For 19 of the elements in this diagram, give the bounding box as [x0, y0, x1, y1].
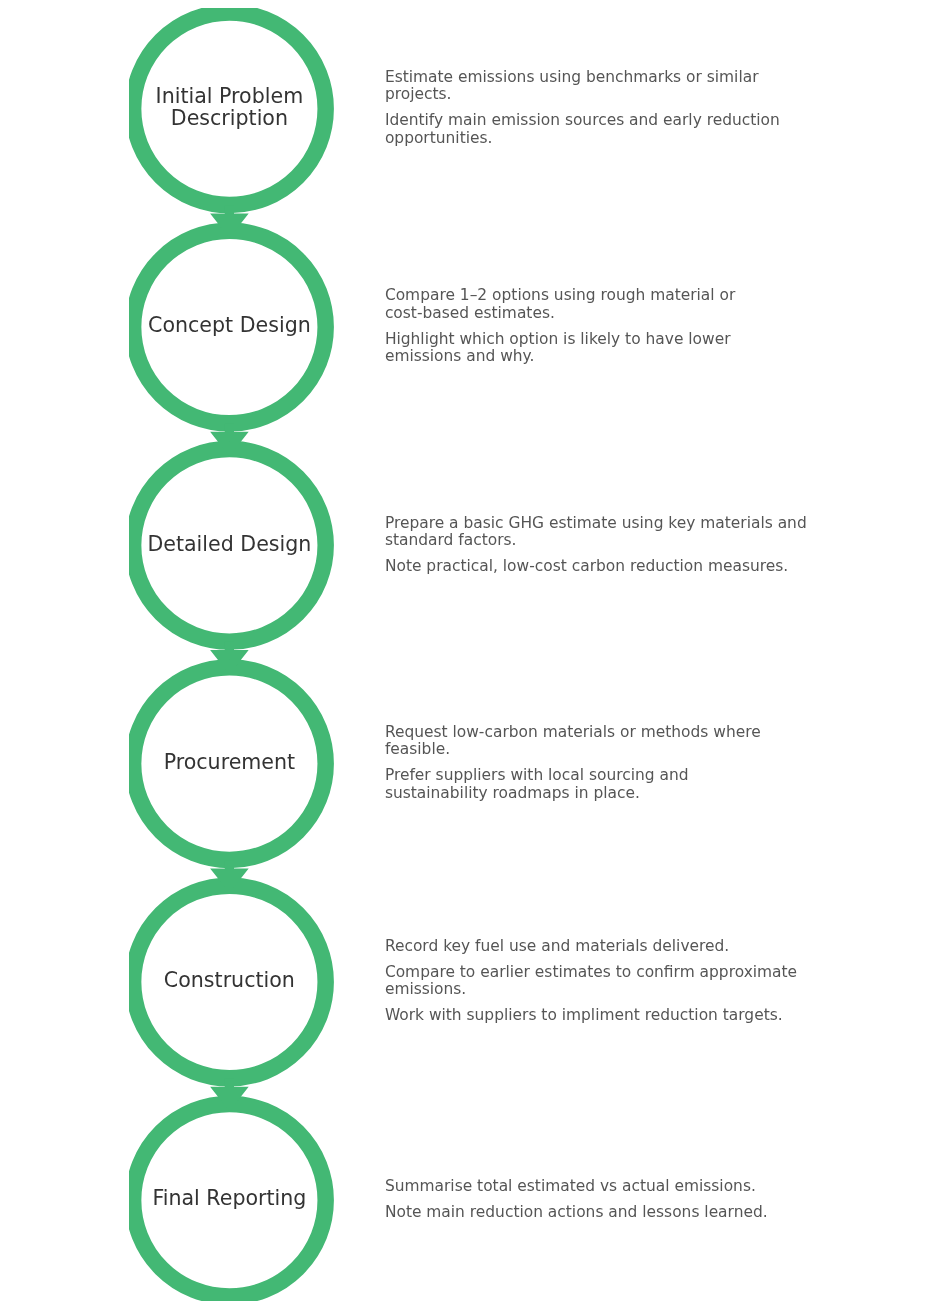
node-label: Note practical, low-cost carbon reduction measures. [384, 557, 789, 576]
node-label: Highlight which option is likely to have lower emissions and why. [384, 329, 731, 366]
node-label: Work with suppliers to impliment reduction targets. [384, 1006, 783, 1025]
node-circle: Concept Design [129, 222, 334, 432]
node-label: Prepare a basic GHG estimate using key materials and standard factors. [384, 513, 807, 550]
node-circle: Initial Problem Description [129, 8, 334, 214]
node-label: Identify main emission sources and early reduction opportunities. [384, 111, 780, 147]
node-circle: Procurement [129, 659, 334, 869]
node-label: Prefer suppliers with local sourcing and sustainability roadmaps in place. [384, 766, 689, 802]
node-label: Compare to earlier estimates to confirm approximate emissions. [384, 962, 798, 999]
node-label: Summarise total estimated vs actual emissions. [384, 1176, 756, 1195]
node-label: Record key fuel use and materials delivered. [384, 937, 730, 956]
node-circle: Detailed Design [129, 440, 334, 650]
node-label: Note main reduction actions and lessons learned. [384, 1202, 768, 1221]
node-circle: Final Reporting [129, 1095, 334, 1301]
node-circle: Construction [129, 877, 334, 1087]
node-label: Compare 1–2 options using rough material or cost-based estimates. [384, 286, 736, 322]
node-label: Request low-carbon materials or methods where feasible. [384, 722, 761, 759]
node-label: Estimate emissions using benchmarks or similar projects. [384, 67, 759, 104]
